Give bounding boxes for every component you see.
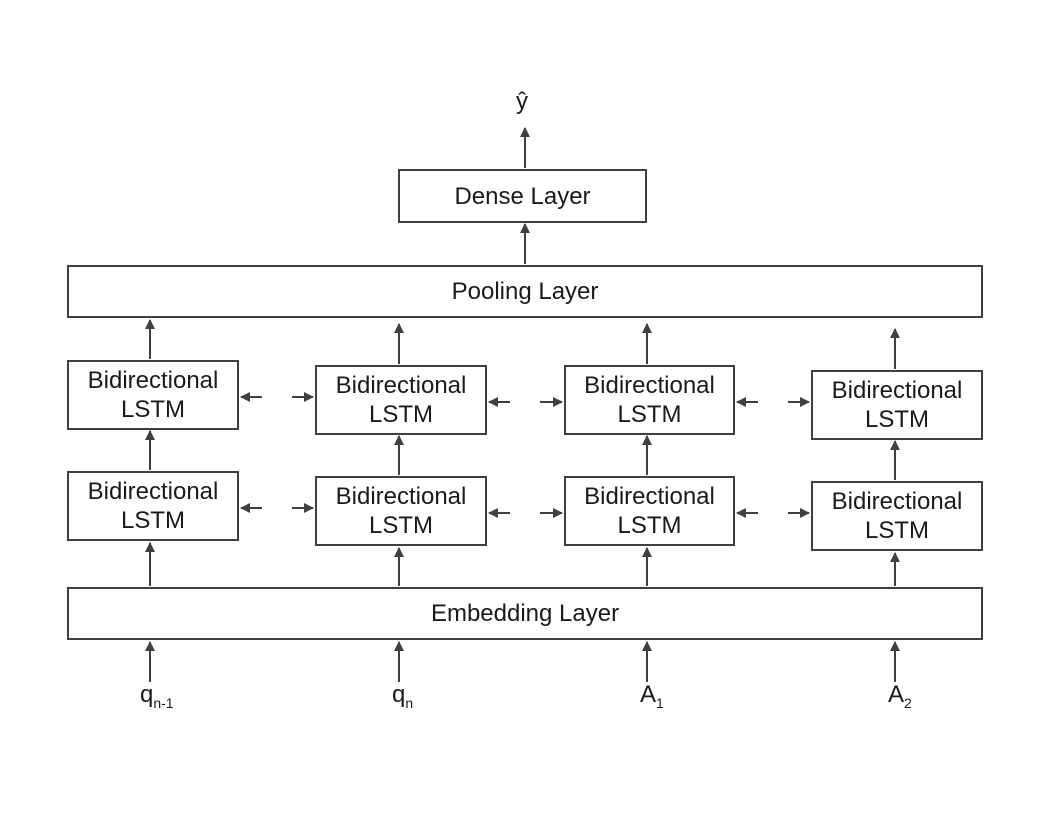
lstm-lower-2: Bidirectional LSTM: [315, 476, 487, 546]
lstm-label: Bidirectional LSTM: [335, 372, 467, 428]
input-label-4: A2: [888, 681, 912, 712]
pooling-layer-label: Pooling Layer: [451, 278, 599, 305]
embedding-layer-box: Embedding Layer: [67, 587, 983, 640]
input-label-2: qn: [392, 681, 414, 712]
lstm-upper-3: Bidirectional LSTM: [564, 365, 735, 435]
input-subscript: 1: [656, 695, 664, 711]
lstm-label: Bidirectional LSTM: [831, 377, 963, 433]
input-subscript: n: [405, 695, 414, 711]
output-label: ŷ: [516, 88, 528, 115]
lstm-upper-4: Bidirectional LSTM: [811, 370, 983, 440]
lstm-lower-1: Bidirectional LSTM: [67, 471, 239, 541]
lstm-label: Bidirectional LSTM: [584, 483, 715, 539]
pooling-layer-box: Pooling Layer: [67, 265, 983, 318]
lstm-upper-1: Bidirectional LSTM: [67, 360, 239, 430]
input-label-3: A1: [640, 681, 664, 712]
lstm-lower-4: Bidirectional LSTM: [811, 481, 983, 551]
lstm-label: Bidirectional LSTM: [831, 488, 963, 544]
input-base: q: [140, 681, 154, 708]
embedding-layer-label: Embedding Layer: [430, 600, 620, 627]
input-base: q: [392, 681, 406, 708]
lstm-lower-3: Bidirectional LSTM: [564, 476, 735, 546]
lstm-label: Bidirectional LSTM: [87, 478, 219, 534]
input-subscript: 2: [904, 695, 912, 711]
input-base: A: [640, 681, 657, 708]
lstm-label: Bidirectional LSTM: [87, 367, 219, 423]
dense-layer-box: Dense Layer: [398, 169, 647, 223]
lstm-label: Bidirectional LSTM: [584, 372, 715, 428]
input-label-1: qn-1: [140, 681, 174, 712]
dense-layer-label: Dense Layer: [454, 182, 591, 210]
lstm-label: Bidirectional LSTM: [335, 483, 467, 539]
lstm-upper-2: Bidirectional LSTM: [315, 365, 487, 435]
input-subscript: n-1: [153, 695, 174, 711]
input-base: A: [888, 681, 905, 708]
